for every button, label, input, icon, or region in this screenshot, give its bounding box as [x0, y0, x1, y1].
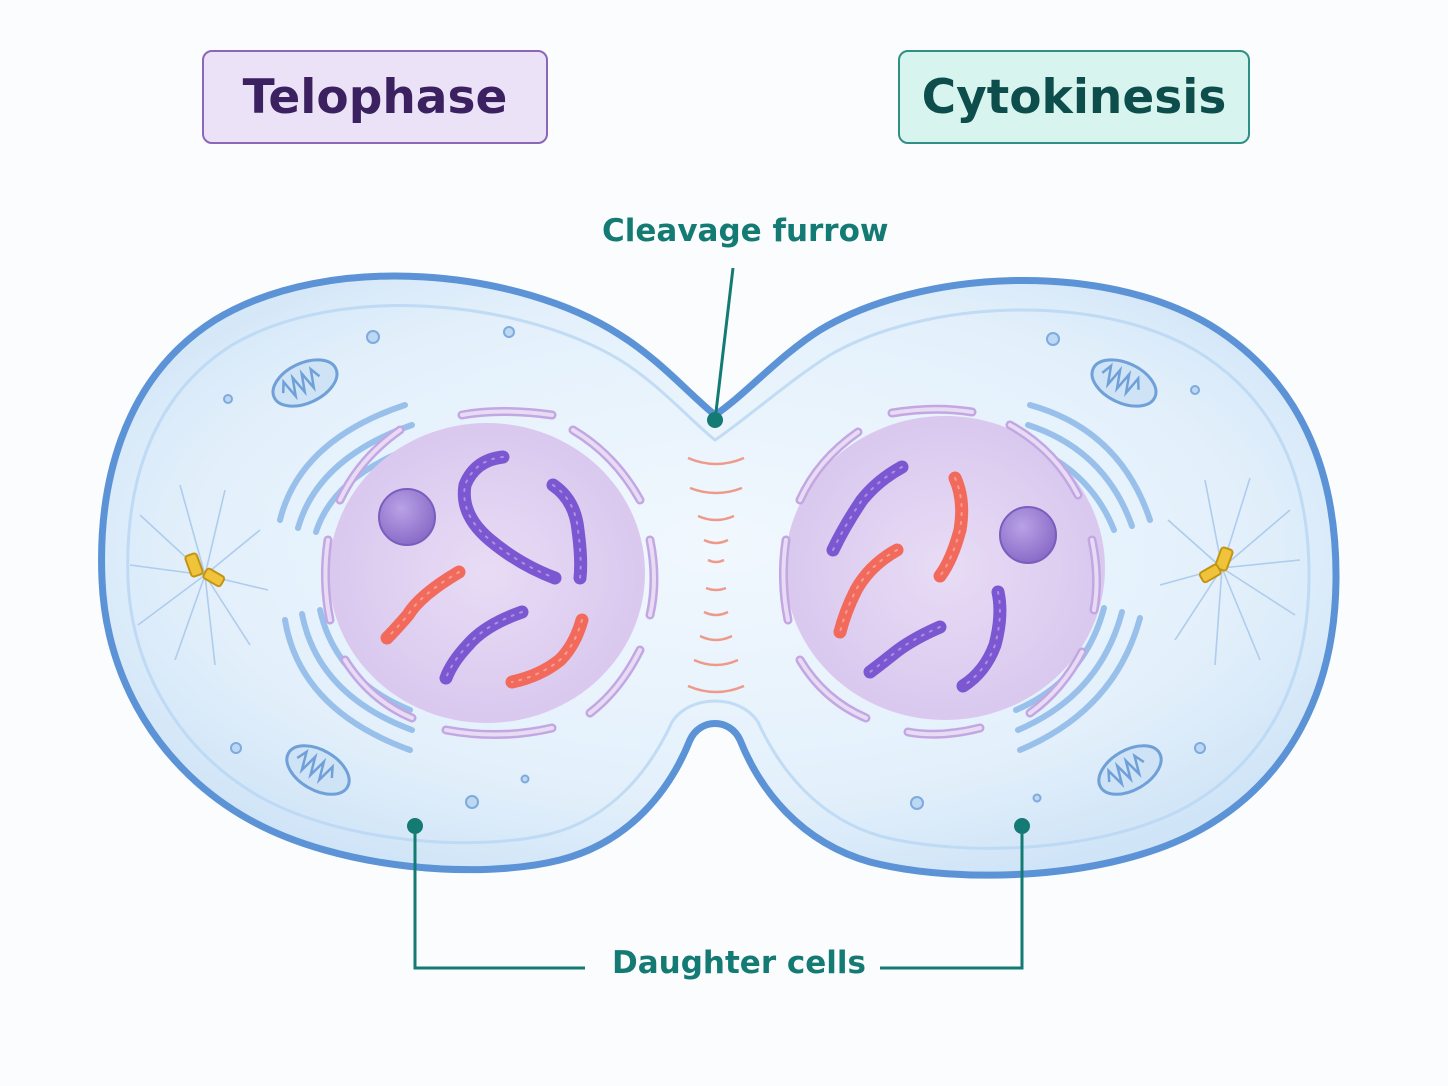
- daughter-cells-bracket: [407, 818, 1030, 970]
- mitochondrion-icon: [271, 358, 339, 408]
- chromosome-icon: [826, 460, 1007, 693]
- chromosome-texture: [832, 466, 1001, 687]
- contractile-ring: [687, 456, 745, 694]
- daughter-cells-label: Daughter cells: [598, 945, 881, 981]
- vesicle-icon: [910, 332, 1206, 810]
- chromosome-icon: [380, 450, 589, 689]
- chromosome-texture: [386, 456, 583, 683]
- telophase-label-box: Telophase: [202, 50, 548, 144]
- mitochondrion-icon: [1097, 744, 1163, 796]
- inner-membrane: [126, 304, 1311, 850]
- cleavage-furrow-pointer: [707, 267, 735, 428]
- mitochondrion-icon: [285, 744, 351, 796]
- aster-rays-left: [129, 484, 269, 666]
- telophase-label: Telophase: [242, 69, 508, 125]
- cytokinesis-label: Cytokinesis: [921, 69, 1227, 125]
- cell-membrane: [98, 272, 1340, 879]
- nucleolus-icon: [999, 506, 1057, 564]
- cytokinesis-label-box: Cytokinesis: [898, 50, 1250, 144]
- cleavage-furrow-label: Cleavage furrow: [602, 213, 889, 249]
- nucleolus-icon: [378, 488, 436, 546]
- vesicle-icon: [223, 326, 530, 809]
- mitochondrion-icon: [1090, 358, 1158, 408]
- centrosome-icon: [184, 552, 226, 588]
- centrosome-icon: [1198, 546, 1234, 584]
